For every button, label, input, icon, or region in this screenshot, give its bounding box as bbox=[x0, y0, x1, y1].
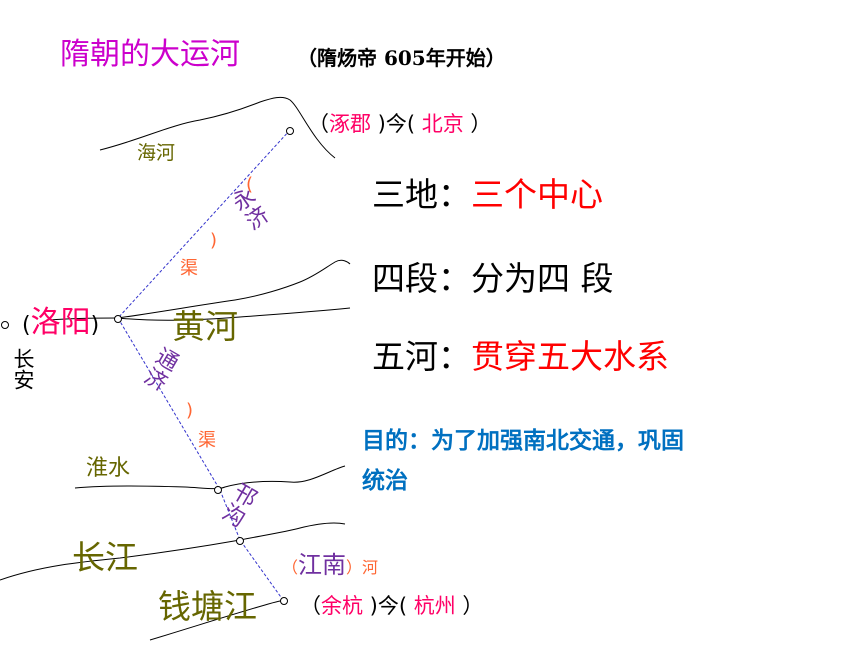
huai-river-label: 淮水 bbox=[86, 456, 131, 481]
south-modern-name: 杭州 bbox=[413, 594, 456, 618]
point-three-places: 三地：三个中心 bbox=[372, 175, 603, 214]
yongji-qu: 渠 bbox=[180, 258, 198, 279]
huai-river-line bbox=[74, 465, 346, 490]
huaiyin-point bbox=[214, 486, 222, 494]
tongji-paren-close: ) bbox=[186, 400, 194, 421]
yellow-river-line bbox=[117, 259, 351, 319]
canal-route-line bbox=[117, 129, 291, 601]
qiantang-river-label: 钱塘江 bbox=[158, 587, 257, 626]
yangtze-river-line bbox=[0, 522, 346, 581]
yellow-river-label: 黄河 bbox=[172, 307, 238, 346]
jiangdu-point bbox=[236, 537, 244, 545]
hai-river-label: 海河 bbox=[137, 142, 176, 164]
changan-point bbox=[1, 321, 9, 329]
purpose-line-1: 目的：为了加强南北交通，巩固 bbox=[362, 428, 684, 454]
changan-label: 长安 bbox=[11, 348, 35, 390]
yellow-river-west-line bbox=[49, 317, 119, 321]
tongji-qu: 渠 bbox=[198, 430, 216, 451]
page-title: 隋朝的大运河 bbox=[60, 37, 240, 72]
north-place-label: （涿郡 )今( 北京 ） bbox=[308, 112, 492, 136]
luoyang-label: (洛阳) bbox=[22, 305, 100, 340]
hai-river-line bbox=[99, 96, 336, 159]
north-ancient-name: 涿郡 bbox=[329, 112, 371, 136]
luoyang-point bbox=[114, 315, 122, 323]
yongji-paren-close: ) bbox=[210, 230, 218, 251]
jiangnan-canal-label: （江南）河 bbox=[282, 551, 379, 579]
yellow-river-east-line bbox=[117, 307, 351, 321]
north-modern-name: 北京 bbox=[421, 112, 464, 136]
north-point bbox=[286, 127, 294, 135]
purpose-line-2: 统治 bbox=[362, 468, 408, 494]
south-ancient-name: 余杭 bbox=[321, 594, 363, 618]
page-subtitle: （隋炀帝 605年开始） bbox=[297, 46, 506, 70]
yongji-paren-open: ( bbox=[246, 174, 254, 195]
south-point bbox=[280, 597, 288, 605]
point-five-rivers: 五河：贯穿五大水系 bbox=[372, 337, 669, 376]
point-four-sections: 四段：分为四 段 bbox=[372, 259, 614, 298]
south-place-label: （余杭 )今( 杭州 ） bbox=[300, 594, 484, 618]
yangtze-river-label: 长江 bbox=[72, 538, 138, 577]
